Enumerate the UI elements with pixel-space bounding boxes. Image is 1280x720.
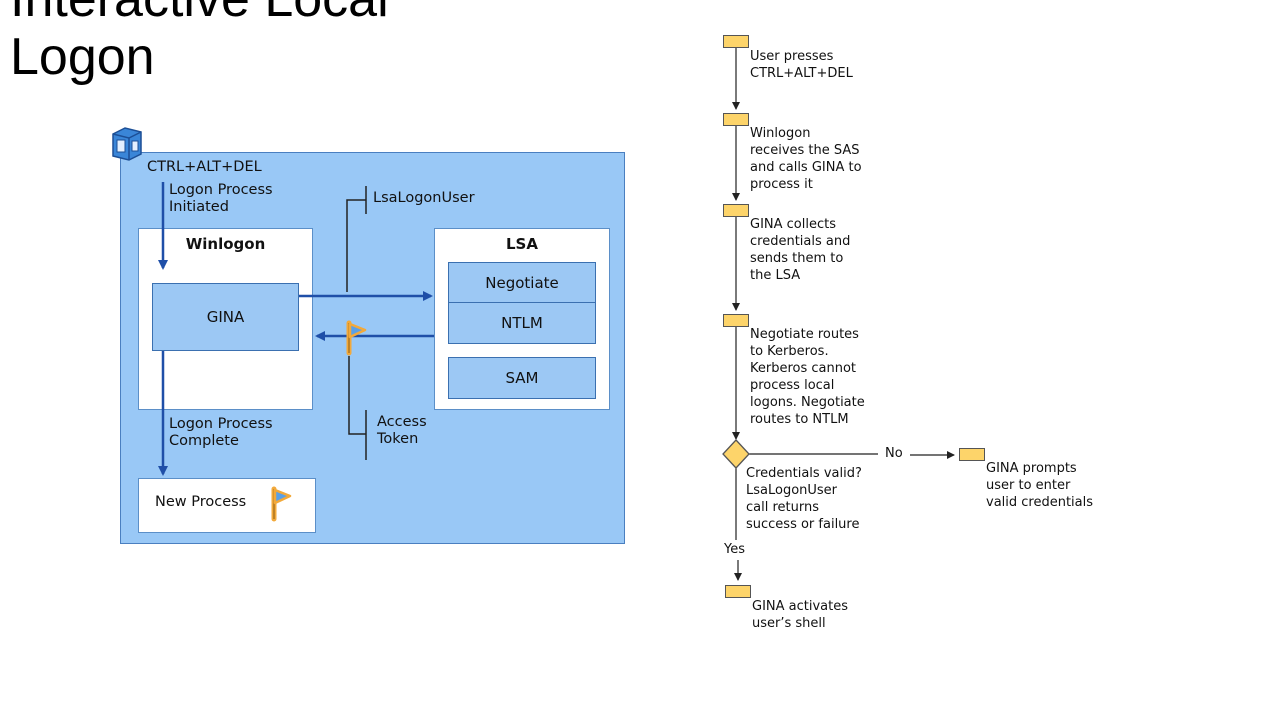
yes-label: Yes — [724, 542, 745, 557]
flow-step-box — [723, 314, 749, 327]
flow-step-box — [959, 448, 985, 461]
flow-step-box — [723, 204, 749, 217]
slide-title-line1: Interactive Local — [10, 0, 389, 28]
flow-text-line: Negotiate routes — [750, 327, 859, 342]
sam-box: SAM — [448, 357, 596, 399]
flow-text-line: user’s shell — [752, 616, 826, 631]
logon-complete-line1: Logon Process — [169, 416, 273, 432]
flow-text-line: Winlogon — [750, 126, 811, 141]
flow-text-line: credentials and — [750, 234, 851, 249]
flow-text-line: logons. Negotiate — [750, 395, 865, 410]
logon-complete-label: Logon Process Complete — [169, 416, 273, 450]
flow-text-line: User presses — [750, 49, 834, 64]
architecture-connectors — [158, 182, 434, 476]
flow-text-line: the LSA — [750, 268, 801, 283]
flow-text-line: Credentials valid? — [746, 466, 862, 481]
logon-initiated-line1: Logon Process — [169, 182, 273, 198]
logon-initiated-line2: Initiated — [169, 199, 229, 215]
ntlm-label: NTLM — [501, 314, 543, 332]
slide-title-line2: Logon — [10, 28, 155, 86]
sas-label: CTRL+ALT+DEL — [147, 159, 262, 175]
flow-text-line: LsaLogonUser — [746, 483, 838, 498]
new-process-label: New Process — [155, 494, 247, 510]
decision-label: Credentials valid? LsaLogonUser call ret… — [746, 465, 862, 533]
negotiate-label: Negotiate — [485, 273, 559, 292]
slide-title: Interactive Local Logon — [10, 0, 389, 86]
lsa-title: LSA — [506, 235, 538, 253]
gina-label: GINA — [206, 308, 245, 326]
access-token-label: Access Token — [377, 414, 427, 448]
flow-step-box — [723, 113, 749, 126]
logon-complete-line2: Complete — [169, 433, 239, 449]
flow-step-3-label: GINA collects credentials and sends them… — [750, 216, 850, 284]
flow-step-4-label: Negotiate routes to Kerberos. Kerberos c… — [750, 326, 865, 428]
flow-step-2-label: Winlogon receives the SAS and calls GINA… — [750, 125, 862, 193]
flow-step-1-label: User presses CTRL+ALT+DEL — [750, 48, 853, 82]
new-process-flag-icon — [271, 486, 292, 522]
ntlm-box: NTLM — [448, 302, 596, 344]
flow-text-line: success or failure — [746, 517, 860, 532]
flow-text-line: process local — [750, 378, 835, 393]
access-token-bracket — [348, 356, 366, 435]
logon-initiated-label: Logon Process Initiated — [169, 182, 273, 216]
final-step-label: GINA activates user’s shell — [752, 598, 848, 632]
lsalogonuser-label: LsaLogonUser — [373, 190, 475, 206]
flow-text-line: routes to NTLM — [750, 412, 849, 427]
flow-text-line: GINA collects — [750, 217, 836, 232]
flow-step-box — [725, 585, 751, 598]
sam-label: SAM — [505, 369, 539, 387]
flow-text-line: and calls GINA to — [750, 160, 862, 175]
computer-icon — [112, 127, 142, 161]
access-token-flag-icon — [346, 320, 367, 356]
negotiate-box: Negotiate — [448, 262, 596, 303]
lsalogonuser-bracket — [346, 199, 366, 292]
flow-step-box — [723, 35, 749, 48]
no-outcome-label: GINA prompts user to enter valid credent… — [986, 460, 1093, 511]
access-token-line2: Token — [377, 431, 419, 447]
flow-text-line: CTRL+ALT+DEL — [750, 66, 853, 81]
flow-text-line: to Kerberos. — [750, 344, 829, 359]
flow-text-line: process it — [750, 177, 813, 192]
flow-text-line: sends them to — [750, 251, 844, 266]
flow-text-line: receives the SAS — [750, 143, 860, 158]
flow-text-line: user to enter — [986, 478, 1071, 493]
winlogon-title: Winlogon — [185, 235, 266, 253]
flow-text-line: valid credentials — [986, 495, 1094, 510]
flow-text-line: GINA prompts — [986, 461, 1077, 476]
new-process-box: New Process — [138, 478, 316, 533]
flow-text-line: GINA activates — [752, 599, 849, 614]
gina-box: GINA — [152, 283, 299, 351]
no-label: No — [885, 446, 903, 461]
decision-diamond — [722, 439, 750, 469]
flow-text-line: Kerberos cannot — [750, 361, 857, 376]
access-token-line1: Access — [377, 414, 427, 430]
flow-text-line: call returns — [746, 500, 819, 515]
